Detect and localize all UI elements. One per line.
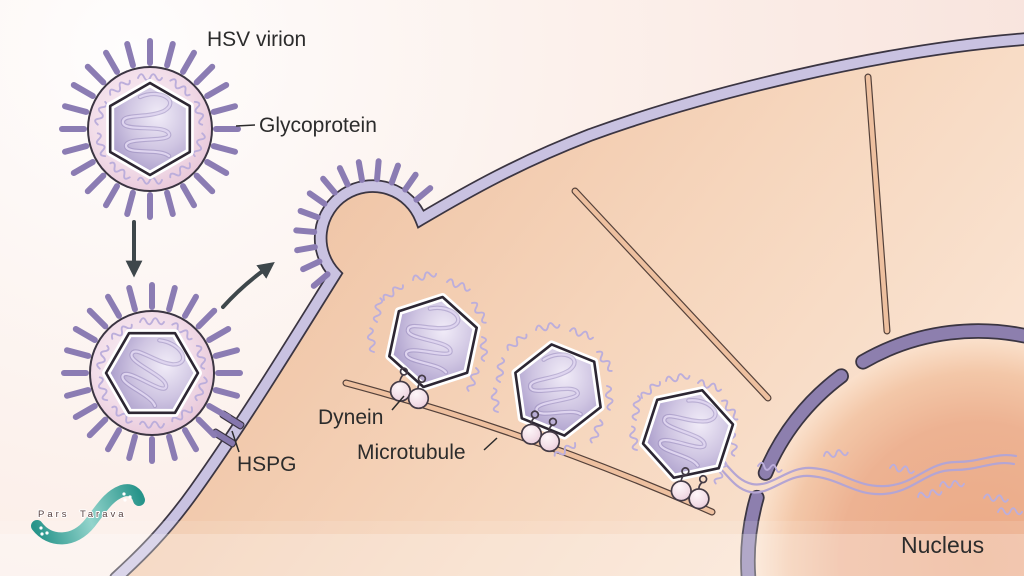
microtubule-leader — [483, 437, 498, 451]
logo-wave-icon — [31, 484, 145, 545]
glycoprotein-label: Glycoprotein — [259, 114, 377, 137]
bottom-light-band — [0, 521, 1024, 576]
hsv-virion-label: HSV virion — [207, 28, 306, 51]
arrow-to-fusion-site — [221, 262, 275, 309]
dynein-label: Dynein — [318, 406, 383, 429]
hspg-label: HSPG — [237, 453, 297, 476]
nuclear-envelope — [740, 323, 1024, 576]
nucleus-body — [756, 339, 1024, 576]
hspg-leader — [231, 430, 240, 453]
logo-word-2: Tarava — [80, 509, 127, 520]
glycoprotein-leader — [235, 124, 256, 127]
microtubule-vertical — [864, 73, 891, 335]
logo-word-1: Pars — [38, 509, 70, 520]
nucleus-label: Nucleus — [901, 532, 984, 558]
annotations: HSV virion Glycoprotein HSPG Dynein Micr… — [207, 28, 984, 558]
microtubule-diagonal — [571, 187, 772, 402]
microtubule-label: Microtubule — [357, 441, 466, 464]
hsv-virion-free — [62, 41, 238, 217]
viral-dna-strands — [708, 447, 1023, 516]
pars-tarava-logo: Pars Tarava — [31, 484, 145, 545]
hsv-virion-attached — [64, 285, 240, 461]
plasma-membrane — [109, 32, 1024, 576]
dynein-leader — [391, 395, 405, 411]
